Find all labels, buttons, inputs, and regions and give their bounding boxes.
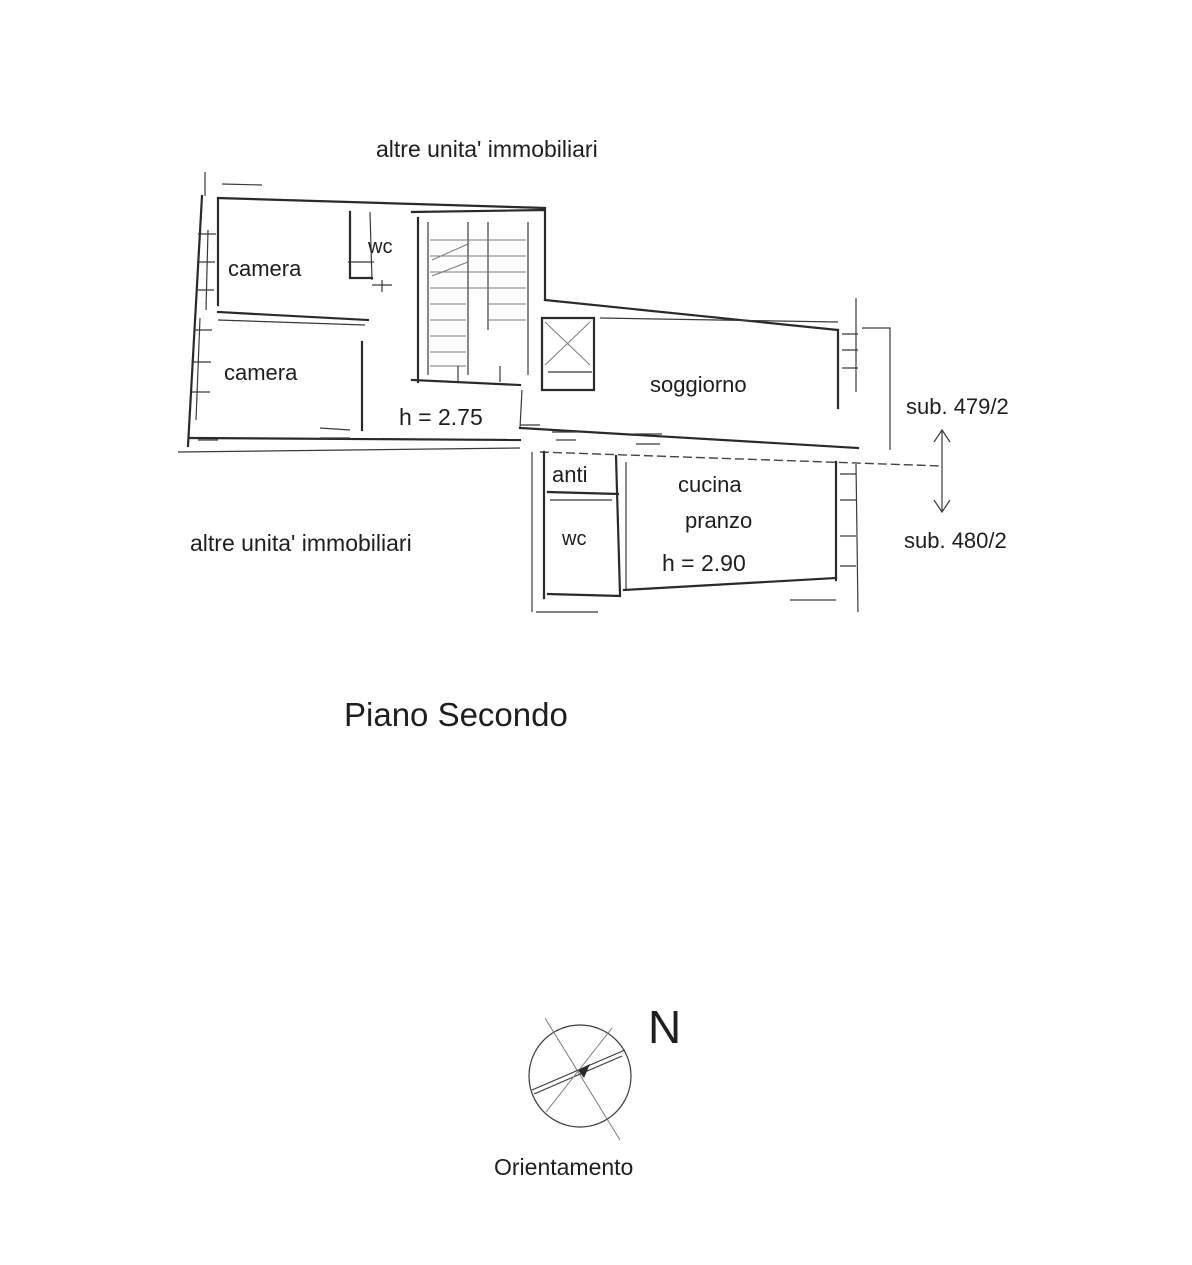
sub-divider-arrow bbox=[933, 428, 951, 514]
room-camera-1: camera bbox=[228, 256, 302, 281]
room-cucina: cucina bbox=[678, 472, 742, 497]
room-pranzo: pranzo bbox=[685, 508, 753, 533]
height-note-2: h = 2.90 bbox=[662, 550, 746, 576]
north-label: N bbox=[648, 1001, 682, 1053]
sub-lower-label: sub. 480/2 bbox=[904, 528, 1007, 553]
compass-icon bbox=[528, 1017, 632, 1141]
neighbors-top-label: altre unita' immobiliari bbox=[376, 136, 598, 162]
room-wc-1: wc bbox=[368, 236, 393, 258]
room-anti: anti bbox=[552, 462, 588, 487]
neighbors-bottom-label: altre unita' immobiliari bbox=[190, 530, 412, 556]
stair-core bbox=[410, 208, 547, 387]
left-wing-walls bbox=[177, 172, 547, 453]
sub-upper-label: sub. 479/2 bbox=[906, 394, 1009, 419]
soggiorno-walls bbox=[518, 298, 891, 450]
floor-title: Piano Secondo bbox=[344, 696, 568, 733]
orientation-caption: Orientamento bbox=[494, 1154, 634, 1180]
height-note-1: h = 2.75 bbox=[399, 404, 483, 430]
room-soggiorno: soggiorno bbox=[650, 372, 747, 397]
room-camera-2: camera bbox=[224, 360, 298, 385]
lower-unit-walls bbox=[531, 450, 943, 613]
room-wc-2: wc bbox=[562, 528, 587, 550]
